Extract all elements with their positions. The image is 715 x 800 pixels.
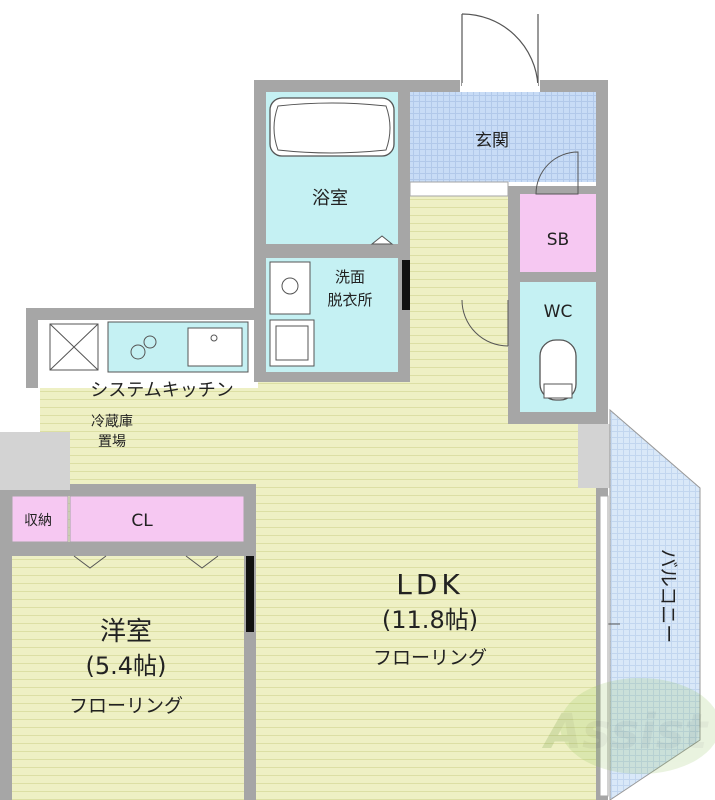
label-western-floor: フローリング [69,695,183,717]
label-wash-2: 脱衣所 [327,291,372,309]
balcony-area [599,408,701,800]
label-western-size: (5.4帖) [86,652,167,680]
label-wc: WC [544,302,573,322]
label-genkan: 玄関 [475,131,509,151]
front-door [461,13,539,89]
label-fridge-2: 置場 [98,434,126,450]
label-fridge-1: 冷蔵庫 [91,413,133,430]
svg-text:Assist: Assist [541,704,709,760]
room-labels: 玄関 浴室 SB 洗面 脱衣所 WC システムキッチン 冷蔵庫 置場 収納 CL… [24,131,679,717]
label-ldk-name: LDK [396,568,464,601]
pillars [0,424,620,490]
label-storage: 収納 [24,513,52,529]
sb-room [520,151,596,272]
assist-watermark: Assist [541,678,715,774]
closet-row [11,495,254,632]
kitchen-area [38,320,254,378]
genkan-room [409,92,596,197]
label-sb: SB [547,230,569,250]
washroom [266,258,410,372]
bath-room [266,92,398,258]
label-ldk-size: (11.8帖) [382,606,478,634]
floor-area [10,196,600,800]
wc-room [461,282,596,412]
label-cl: CL [131,511,153,531]
label-ldk-floor: フローリング [373,647,487,669]
label-wash-1: 洗面 [335,268,365,286]
label-kitchen: システムキッチン [90,380,233,401]
label-balcony: バルコニー [657,549,679,644]
label-bath: 浴室 [312,188,348,209]
label-western-name: 洋室 [100,617,152,647]
